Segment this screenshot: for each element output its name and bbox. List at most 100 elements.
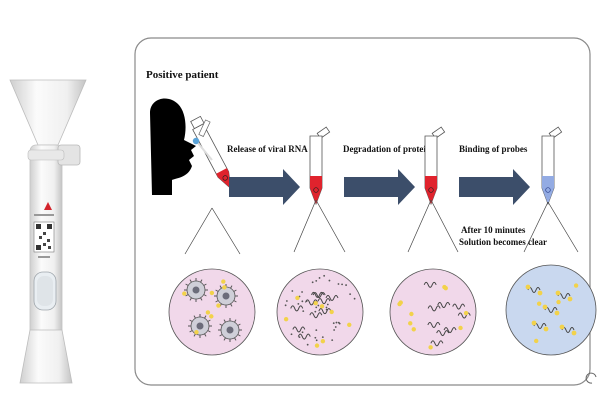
tube-degradation	[424, 126, 446, 206]
step-arrow-1	[229, 169, 300, 205]
enzyme-dot	[411, 327, 416, 332]
enzyme-dot	[347, 322, 352, 328]
step-label-2: Degradation of proteins	[343, 144, 435, 154]
protein-debris	[301, 331, 304, 334]
protein-debris	[333, 329, 336, 331]
probe-dot	[525, 284, 531, 290]
probe-dot	[571, 330, 577, 336]
rna-strand	[292, 326, 306, 333]
panel-title: Positive patient	[146, 69, 219, 81]
rna-strand	[325, 294, 339, 301]
protein-debris	[337, 283, 340, 285]
protein-debris	[306, 343, 309, 346]
rna-strand	[312, 292, 326, 299]
tube-patient	[190, 115, 232, 190]
enzyme-dot	[428, 345, 433, 350]
protein-debris	[334, 326, 337, 328]
enzyme-dot	[209, 314, 214, 319]
corner-rotate-icon	[585, 372, 597, 384]
protein-debris	[345, 284, 347, 286]
rna-strand	[297, 333, 311, 340]
rna-strand	[305, 299, 318, 306]
protein-debris	[305, 300, 308, 303]
probe-dot	[556, 299, 561, 305]
probe-dot	[534, 338, 539, 344]
protein-debris	[325, 306, 328, 309]
test-device	[9, 79, 87, 384]
protein-debris	[285, 300, 288, 302]
rna-strand	[290, 305, 304, 312]
zoom-circle-virus	[168, 268, 256, 356]
protein-debris	[301, 300, 304, 303]
protein-debris	[301, 291, 303, 293]
enzyme-dot	[408, 321, 413, 326]
enzyme-dot	[443, 285, 448, 291]
enzyme-dot	[205, 310, 211, 315]
step-label-3: Binding of probes	[459, 144, 528, 154]
enzyme-dot	[329, 309, 334, 315]
qr-code-icon	[33, 221, 55, 253]
probe-dot	[573, 283, 579, 288]
protein-debris	[302, 310, 305, 313]
enzyme-dot	[458, 325, 463, 331]
protein-debris	[315, 279, 318, 282]
protein-debris	[290, 333, 293, 336]
patient-head-icon	[150, 98, 196, 195]
probe-dot	[542, 304, 548, 310]
probe-dot	[536, 301, 542, 306]
enzyme-dot	[409, 311, 414, 317]
virus-particle-icon	[218, 318, 242, 342]
rna-strand	[436, 330, 450, 337]
virus-particle-icon	[184, 278, 208, 302]
protein-debris	[326, 303, 329, 306]
rna-strand	[452, 303, 466, 310]
protein-debris	[341, 283, 343, 286]
zoom-circle-probes	[505, 264, 597, 356]
protein-debris	[321, 336, 324, 339]
swab-icon	[192, 119, 213, 161]
protein-debris	[311, 281, 314, 284]
tube-binding	[541, 126, 563, 206]
rna-strand	[430, 340, 444, 347]
step-label-1: Release of viral RNA	[227, 144, 308, 154]
enzyme-dot	[283, 317, 289, 322]
enzyme-dot	[194, 330, 199, 335]
probe-dot	[559, 324, 565, 330]
protein-debris	[323, 274, 326, 277]
zoom-lines	[184, 199, 579, 255]
enzyme-dot	[463, 310, 469, 316]
result-note-line1: After 10 minutes	[461, 225, 526, 235]
protein-debris	[353, 297, 356, 300]
protein-debris	[337, 321, 340, 324]
protein-debris	[331, 339, 334, 341]
probe-dot	[555, 290, 561, 296]
probe-dot	[567, 296, 573, 302]
protein-debris	[297, 303, 300, 305]
enzyme-dot	[319, 304, 325, 309]
rna-strand	[317, 298, 331, 305]
protein-debris	[349, 293, 352, 295]
result-note-line2: Solution becomes clear	[459, 237, 547, 247]
rna-strand	[427, 322, 441, 328]
particle-decorations	[182, 274, 579, 350]
rna-strand	[318, 308, 332, 315]
rna-strand	[423, 281, 437, 288]
zoom-circle-degraded	[389, 268, 477, 356]
enzyme-dot	[209, 290, 215, 296]
enzyme-dot	[182, 291, 187, 296]
zoom-circle-rna	[276, 268, 364, 356]
protein-debris	[332, 322, 335, 325]
tube-release	[309, 126, 331, 206]
protein-debris	[315, 339, 318, 342]
enzyme-dot	[397, 301, 402, 307]
enzyme-dot	[314, 343, 320, 348]
protein-debris	[318, 277, 321, 279]
rna-strand	[427, 305, 441, 312]
rna-strand	[309, 312, 323, 319]
enzyme-dot	[320, 339, 326, 344]
step-arrow-3	[459, 169, 530, 205]
protein-debris	[328, 279, 331, 282]
protein-debris	[335, 321, 338, 324]
protein-debris	[325, 308, 328, 311]
